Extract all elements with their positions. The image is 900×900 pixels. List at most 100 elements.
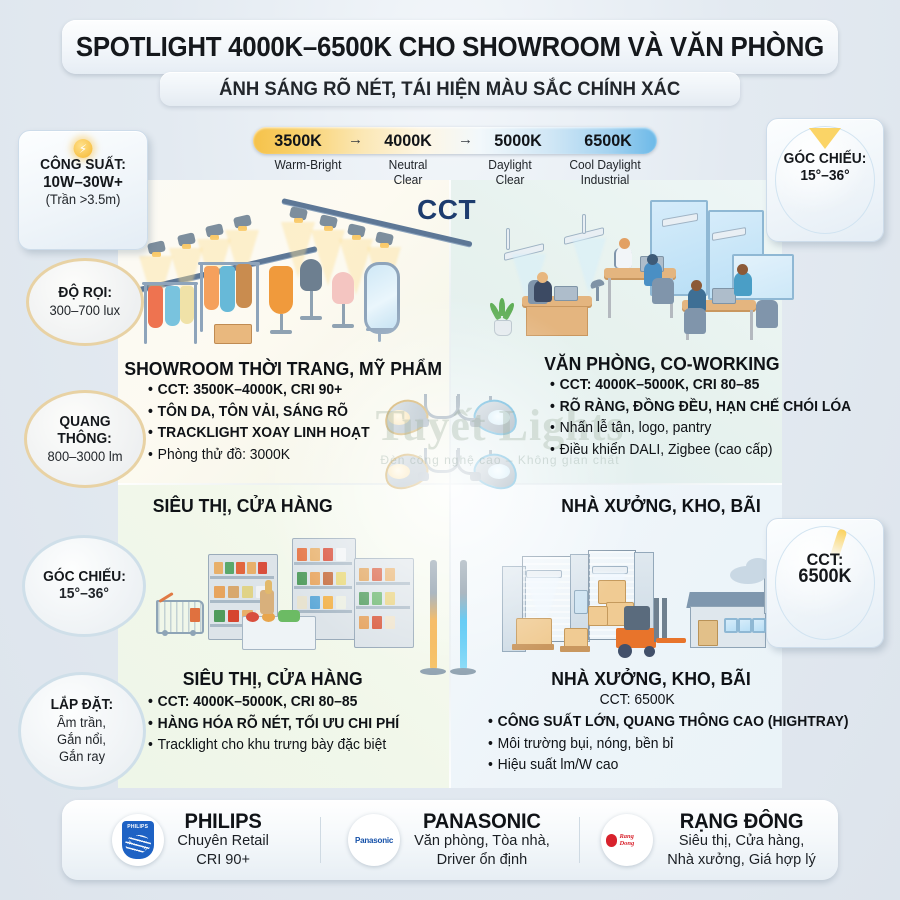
badge-quang-thong[interactable]: QUANG THÔNG: 800–3000 lm (24, 390, 146, 488)
brand-desc-rang-dong-2: Nhà xưởng, Giá hợp lý (666, 850, 816, 868)
badge-goc-chieu-right-line1: GÓC CHIẾU: (783, 151, 867, 167)
badge-lap-dat[interactable]: LẮP ĐẶT: Âm trần, Gắn nổi, Gắn ray (18, 672, 146, 790)
brand-divider-1 (319, 817, 322, 863)
bullet-text: Phòng thử đồ: 3000K (157, 446, 291, 463)
bullet-text: Hiệu suất lm/W cao (497, 757, 619, 773)
list-item: •TRACKLIGHT XOAY LINH HOẠT (148, 423, 370, 445)
badge-goc-chieu-left-line1: GÓC CHIẾU: (42, 569, 126, 585)
badge-cct-6500k[interactable]: CCT: 6500K (766, 518, 884, 648)
list-item: •RÕ RÀNG, ĐỒNG ĐỀU, HẠN CHẾ CHÓI LÓA (550, 397, 851, 419)
list-item: •Điều khiển DALI, Zigbee (cao cấp) (550, 440, 851, 462)
cool-pole-base (450, 668, 476, 675)
badge-goc-chieu-right-line2: 15°–36° (800, 168, 850, 184)
bullet-icon: • (550, 420, 555, 436)
brand-desc-panasonic-1: Văn phòng, Tòa nhà, (414, 831, 550, 849)
bullet-text: Điều khiển DALI, Zigbee (cao cấp) (559, 441, 773, 458)
bullet-text: CÔNG SUẤT LỚN, QUANG THÔNG CAO (HIGHTRAY… (497, 714, 849, 730)
list-item: •Môi trường bụi, nóng, bền bỉ (488, 734, 849, 756)
cct-caption-daylight: Daylight (488, 158, 532, 172)
list-item: •Nhấn lễ tân, logo, pantry (550, 418, 851, 440)
bullet-text: CCT: 3500K–4000K, CRI 90+ (157, 382, 343, 398)
warehouse-factory-illustration (492, 548, 802, 678)
bullet-icon: • (148, 446, 153, 463)
bullet-icon: • (148, 403, 153, 420)
page-subtitle-text: ÁNH SÁNG RÕ NÉT, TÁI HIỆN MÀU SẮC CHÍNH … (219, 77, 681, 100)
brand-desc-rang-dong-1: Siêu thị, Cửa hàng, (678, 831, 804, 849)
cct-stop-6500k: 6500K (584, 130, 632, 150)
cct-label: CCT (417, 194, 477, 225)
bullet-text: HÀNG HÓA RÕ NÉT, TỐI ƯU CHI PHÍ (157, 715, 400, 732)
bullet-text: TRACKLIGHT XOAY LINH HOẠT (157, 425, 370, 441)
badge-do-roi-line1: ĐỘ RỌI: (58, 285, 112, 301)
badge-lap-dat-line2: Âm trần, (57, 715, 107, 730)
cct-stop-4000k: 4000K (384, 130, 432, 150)
brand-desc-philips-1: Chuyên Retail (177, 831, 269, 849)
lightning-bolt-icon: ⚡ (73, 139, 93, 158)
badge-cong-suat-line2: 10W–30W+ (43, 174, 123, 191)
center-lamp-cluster (378, 392, 528, 494)
badge-lap-dat-line3: Gắn nổi, (57, 732, 107, 747)
bullet-icon: • (550, 377, 555, 393)
bullet-icon: • (488, 757, 493, 773)
fashion-showroom-illustration (130, 196, 473, 356)
cct-gradient-bar: 3500K → 4000K → 5000K 6500K (253, 127, 657, 154)
bullet-text: TÔN DA, TÔN VẢI, SÁNG RÕ (157, 403, 348, 420)
rang-dong-logo: Rang Dong (600, 814, 653, 866)
badge-quang-thong-line2: THÔNG: (57, 430, 113, 447)
office-coworking-illustration (486, 196, 796, 356)
cct-arrow-2: → (458, 131, 473, 148)
badge-cong-suat-line3: (Trần >3.5m) (45, 192, 121, 207)
panasonic-logo-text: Panasonic (354, 835, 394, 845)
cct-stop-5000k: 5000K (494, 130, 542, 150)
list-item: •CCT: 3500K–4000K, CRI 90+ (148, 380, 370, 402)
brand-philips[interactable]: PHILIPS ✧ ✧ PHILIPS Chuyên Retail CRI 90… (62, 811, 320, 869)
quadrant-heading-supermarket: SIÊU THỊ, CỬA HÀNG (182, 668, 363, 689)
list-item: •CCT: 4000K–5000K, CRI 80–85 (550, 375, 851, 397)
brand-panasonic[interactable]: Panasonic PANASONIC Văn phòng, Tòa nhà, … (321, 811, 579, 869)
page-title-text: SPOTLIGHT 4000K–6500K CHO SHOWROOM VÀ VĂ… (75, 31, 825, 62)
quadrant-heading-showroom: SHOWROOM THỜI TRANG, MỸ PHẨM (124, 358, 443, 379)
bullet-icon: • (488, 714, 493, 730)
badge-cong-suat[interactable]: ⚡ CÔNG SUẤT: 10W–30W+ (Trần >3.5m) (18, 130, 148, 250)
philips-shield-logo: PHILIPS ✧ ✧ (111, 814, 164, 866)
bullet-icon: • (550, 441, 555, 458)
quadrant-heading-warehouse-top: NHÀ XƯỞNG, KHO, BÃI (561, 495, 761, 516)
badge-cct-6500k-line2: 6500K (798, 566, 852, 587)
supermarket-illustration (150, 528, 450, 668)
badge-do-roi-line2: 300–700 lux (49, 303, 121, 318)
brand-desc-panasonic-2: Driver ổn định (436, 850, 528, 868)
cct-stop-3500k: 3500K (274, 130, 322, 150)
cct-caption-daylight-clear: Clear (495, 173, 525, 187)
quadrant-heading-warehouse: NHÀ XƯỞNG, KHO, BÃI (551, 668, 751, 689)
badge-goc-chieu-left[interactable]: GÓC CHIẾU: 15°–36° (22, 535, 146, 637)
badge-goc-chieu-right[interactable]: GÓC CHIẾU: 15°–36° (766, 118, 884, 242)
philips-logo-text: PHILIPS (127, 824, 149, 830)
list-item: •TÔN DA, TÔN VẢI, SÁNG RÕ (148, 402, 370, 424)
cct-arrow-1: → (348, 131, 363, 148)
cct-caption-cool-daylight: Cool Daylight (569, 158, 641, 172)
bullet-text: Môi trường bụi, nóng, bền bỉ (497, 735, 674, 752)
badge-goc-chieu-left-line2: 15°–36° (59, 586, 109, 602)
brand-name-rang-dong: RẠNG ĐÔNG (679, 809, 804, 833)
panasonic-logo: Panasonic (348, 814, 401, 866)
cct-caption-neutral: Neutral (388, 158, 428, 172)
bullet-text: CCT: 4000K–5000K, CRI 80–85 (157, 694, 358, 710)
list-item: •Tracklight cho khu trưng bày đặc biệt (148, 735, 399, 757)
brand-rang-dong[interactable]: Rang Dong RẠNG ĐÔNG Siêu thị, Cửa hàng, … (580, 809, 838, 869)
bullet-text: Tracklight cho khu trưng bày đặc biệt (157, 737, 387, 753)
badge-lap-dat-line1: LẮP ĐẶT: (50, 697, 114, 713)
list-item: •Phòng thử đồ: 3000K (148, 445, 370, 467)
list-item: •CCT: 4000K–5000K, CRI 80–85 (148, 692, 399, 714)
cct-captions: Warm-Bright Neutral Clear Daylight Clear… (253, 158, 657, 198)
badge-do-roi[interactable]: ĐỘ RỌI: 300–700 lux (26, 258, 144, 346)
quadrant-bullets-warehouse: •CÔNG SUẤT LỚN, QUANG THÔNG CAO (HIGHTRA… (488, 712, 864, 777)
quadrant-heading-supermarket-top: SIÊU THỊ, CỬA HÀNG (152, 495, 333, 516)
page-title: SPOTLIGHT 4000K–6500K CHO SHOWROOM VÀ VĂ… (62, 20, 838, 74)
cct-scale: 3500K → 4000K → 5000K 6500K Warm-Bright … (253, 127, 657, 198)
bullet-text: RÕ RÀNG, ĐỒNG ĐỀU, HẠN CHẾ CHÓI LÓA (559, 398, 852, 415)
cct-caption-industrial: Industrial (580, 173, 630, 187)
brand-divider-2 (578, 817, 581, 863)
quadrant-bullets-supermarket: •CCT: 4000K–5000K, CRI 80–85 •HÀNG HÓA R… (148, 692, 410, 757)
badge-quang-thong-line3: 800–3000 lm (47, 448, 123, 464)
bullet-text: Nhấn lễ tân, logo, pantry (559, 420, 712, 436)
